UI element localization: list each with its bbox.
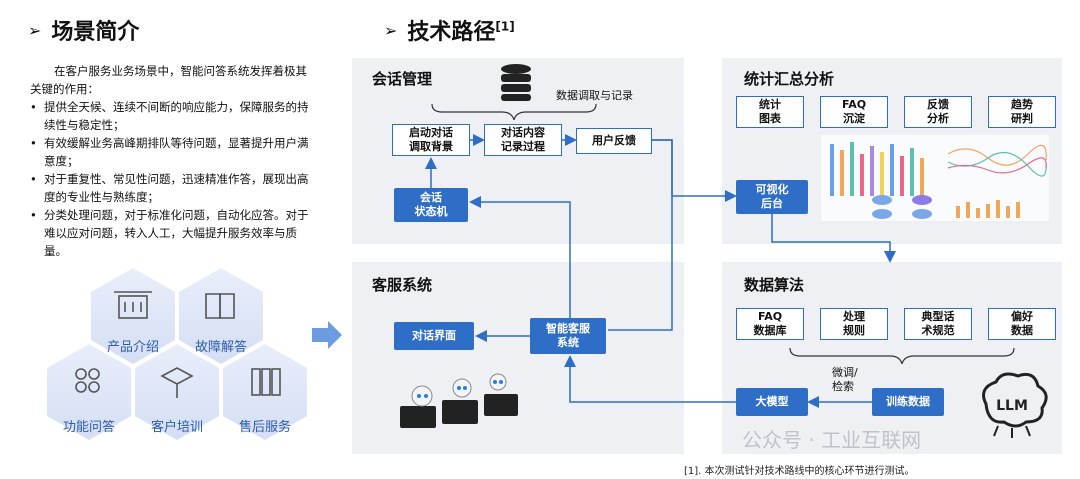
graduation-cap-icon [160, 367, 194, 398]
service-panel-title: 客服系统 [372, 276, 433, 294]
llm-box: 大模型 [736, 388, 808, 416]
stats-panel-title: 统计汇总分析 [744, 70, 835, 88]
algo-panel-title: 数据算法 [744, 276, 805, 294]
left-heading: ➢ 场景简介 [28, 14, 139, 46]
left-heading-text: 场景简介 [51, 20, 140, 45]
hexagon-label: 售后服务 [238, 420, 291, 435]
hexagon-shape [223, 344, 307, 440]
bar-chart-thumbnail [830, 142, 924, 196]
footnote-ref: [1] [495, 19, 515, 34]
right-heading-text: 技术路径 [407, 20, 496, 45]
hexagon-label: 客户培训 [150, 420, 203, 435]
feedback-analysis-box: 反馈 分析 [904, 96, 972, 128]
visual-backend-box: 可视化 后台 [736, 180, 808, 214]
session-panel-title: 会话管理 [372, 70, 433, 88]
people-circles-icon [75, 368, 100, 393]
state-machine-box: 会话 状态机 [394, 188, 468, 222]
hexagon-shape [91, 268, 175, 364]
rules-box: 处理 规则 [820, 308, 888, 340]
hexagon-label: 功能问答 [62, 420, 115, 435]
hexagon-shape [47, 344, 131, 440]
building-crane-icon [114, 291, 152, 319]
script-norm-box: 典型话 术规范 [904, 308, 972, 340]
intro-paragraph: 在客户服务业务场景中，智能问答系统发挥着极其关键的作用： [30, 64, 307, 96]
database-icon [501, 64, 531, 101]
right-heading: ➢ 技术路径[1] [384, 14, 515, 46]
dashboard-thumbnail [820, 134, 1050, 222]
trend-box: 趋势 研判 [988, 96, 1056, 128]
faq-box: FAQ 沉淀 [820, 96, 888, 128]
robot-agents-icon [400, 373, 518, 428]
dialog-ui-box: 对话界面 [394, 322, 474, 350]
brace-connector [431, 103, 597, 120]
llm-brain-icon: LLM [982, 372, 1048, 438]
intro-text: 在客户服务业务场景中，智能问答系统发挥着极其关键的作用： 提供全天候、连续不间断… [30, 62, 315, 260]
right-arrow-icon [312, 321, 342, 349]
book-icon [205, 293, 235, 319]
finetune-label: 微调/ 检索 [832, 366, 858, 393]
preference-box: 偏好 数据 [988, 308, 1056, 340]
hexagon-cluster [47, 268, 307, 440]
faq-db-box: FAQ 数据库 [736, 308, 804, 340]
hexagon-shape [179, 268, 263, 364]
hexagon-label: 故障解答 [194, 340, 247, 355]
small-bars-thumbnail [956, 200, 1020, 218]
llm-text: LLM [996, 398, 1028, 414]
intro-bullet: 提供全天候、连续不间断的响应能力，保障服务的持续性与稳定性； [30, 98, 315, 134]
line-chart-thumbnail [947, 144, 1047, 177]
user-feedback-box: 用户反馈 [576, 128, 652, 154]
train-data-box: 训练数据 [872, 388, 944, 416]
intro-bullet: 分类处理问题，对于标准化问题，自动化应答。对于难以应对问题，转入人工，大幅提升服… [30, 206, 315, 260]
arrow-bullet-icon: ➢ [28, 20, 42, 40]
dialog-record-box: 对话内容 记录过程 [484, 124, 562, 156]
binders-icon [251, 368, 281, 396]
intro-bullet: 对于重复性、常见性问题，迅速精准作答，展现出高度的专业性与熟练度； [30, 170, 315, 206]
start-dialog-box: 启动对话 调取背景 [392, 124, 470, 156]
intro-bullet: 有效缓解业务高峰期排队等待问题，显著提升用户满意度； [30, 134, 315, 170]
hexagon-label: 产品介绍 [106, 340, 159, 355]
brace-connector [789, 347, 1015, 364]
smart-service-box: 智能客服 系统 [530, 318, 606, 354]
donut-thumbnails [872, 195, 932, 219]
arrow-bullet-icon: ➢ [384, 20, 398, 40]
db-label: 数据调取与记录 [556, 89, 633, 102]
footnote: [1]. 本次测试针对技术路线中的核心环节进行测试。 [684, 466, 915, 477]
stats-chart-box: 统计 图表 [736, 96, 804, 128]
watermark: 公众号 · 工业互联网 [742, 428, 922, 452]
